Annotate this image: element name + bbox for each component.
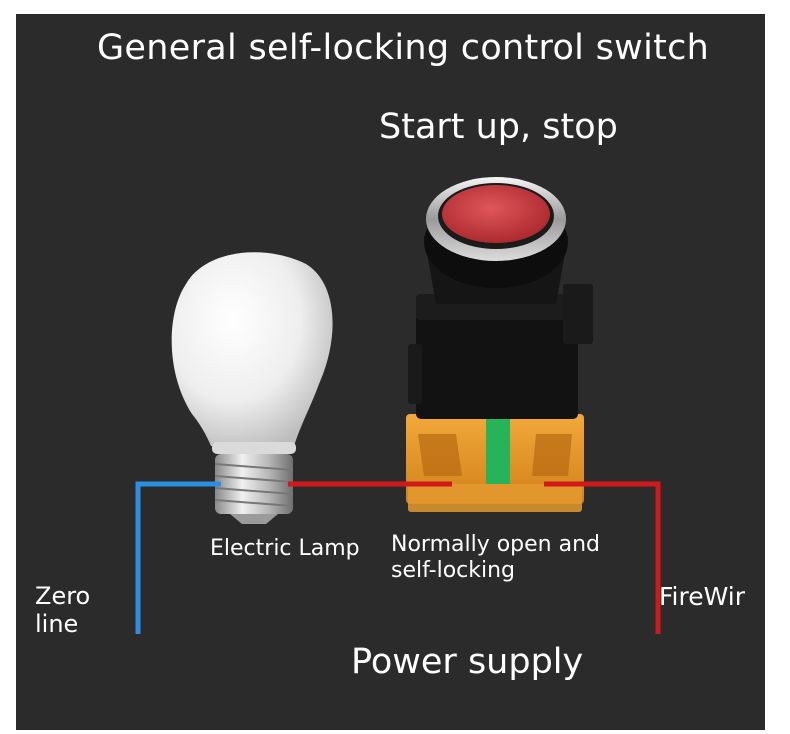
- power-supply-label: Power supply: [351, 642, 584, 682]
- wiring: [135, 481, 661, 634]
- switch-label: Normally open and self-locking: [391, 532, 601, 583]
- push-button-switch-icon: [406, 177, 593, 512]
- fire-wire: [544, 481, 661, 634]
- lamp-label: Electric Lamp: [210, 536, 360, 561]
- diagram-title: General self-locking control switch: [97, 28, 710, 68]
- zero-line-wire: [135, 481, 221, 634]
- zero-line-label: Zero line: [35, 582, 91, 638]
- diagram-graphics: [135, 177, 661, 634]
- light-bulb-icon: [171, 252, 333, 524]
- diagram-panel: General self-locking control switch Star…: [16, 14, 765, 730]
- fire-wire-label: FireWir: [659, 582, 746, 611]
- diagram-subtitle: Start up, stop: [379, 107, 618, 147]
